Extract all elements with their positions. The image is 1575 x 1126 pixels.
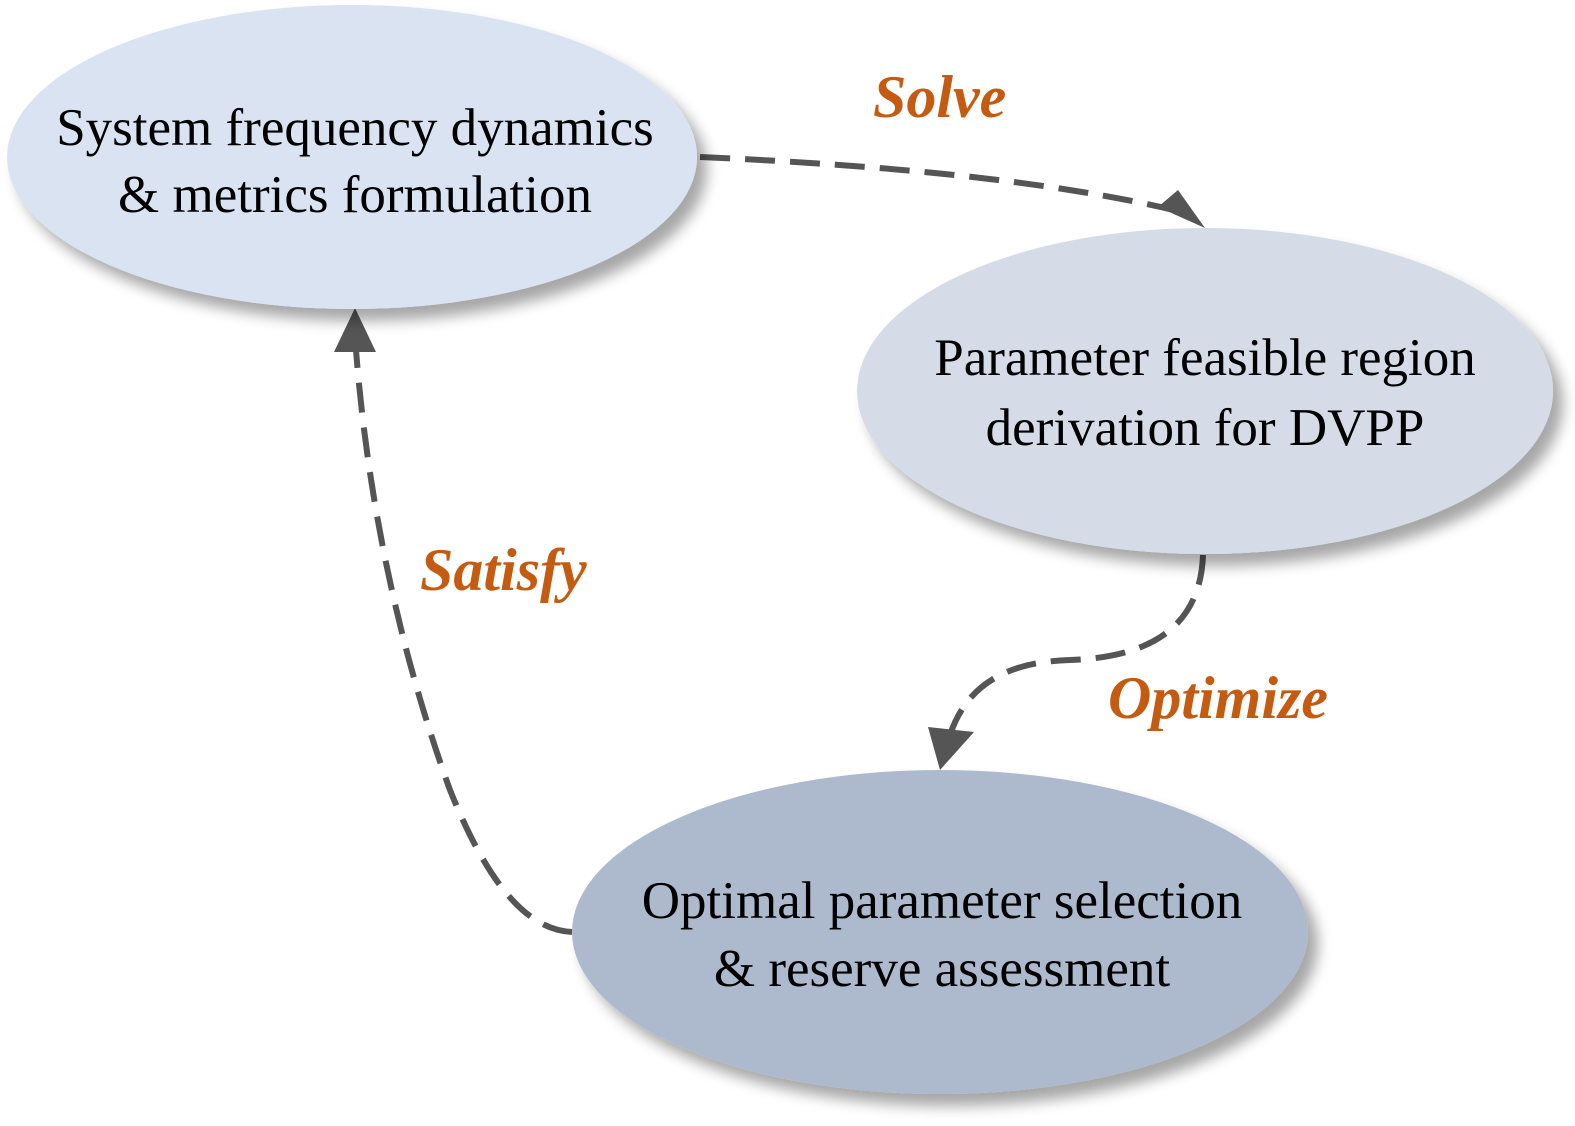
node-frequency-dynamics-shape [7, 5, 697, 309]
node-feasible-region-line-2: derivation for DVPP [986, 399, 1425, 457]
edge-optimize-label: Optimize [1108, 665, 1328, 731]
node-frequency-dynamics-line-1: System frequency dynamics [56, 99, 654, 157]
edge-solve-arrowhead [1158, 190, 1205, 228]
node-parameter-selection-line-2: & reserve assessment [714, 940, 1171, 998]
edge-satisfy-label: Satisfy [420, 537, 587, 603]
node-feasible-region-line-1: Parameter feasible region [934, 329, 1476, 387]
edge-solve [699, 154, 1205, 228]
edge-solve-line [699, 154, 1183, 215]
edge-optimize-line [947, 554, 1206, 736]
node-feasible-region-shape [857, 228, 1553, 554]
node-parameter-selection: Optimal parameter selection & reserve as… [572, 770, 1308, 1094]
edge-solve-label: Solve [873, 64, 1006, 130]
node-frequency-dynamics: System frequency dynamics & metrics form… [7, 5, 697, 309]
edge-satisfy [334, 308, 573, 935]
edge-satisfy-arrowhead [334, 308, 376, 352]
node-feasible-region: Parameter feasible region derivation for… [857, 228, 1553, 554]
edge-satisfy-line [353, 349, 573, 935]
edge-optimize-arrowhead [928, 727, 974, 770]
edge-optimize [928, 554, 1206, 770]
node-frequency-dynamics-line-2: & metrics formulation [118, 166, 592, 224]
node-parameter-selection-line-1: Optimal parameter selection [642, 872, 1242, 930]
node-parameter-selection-shape [572, 770, 1308, 1094]
